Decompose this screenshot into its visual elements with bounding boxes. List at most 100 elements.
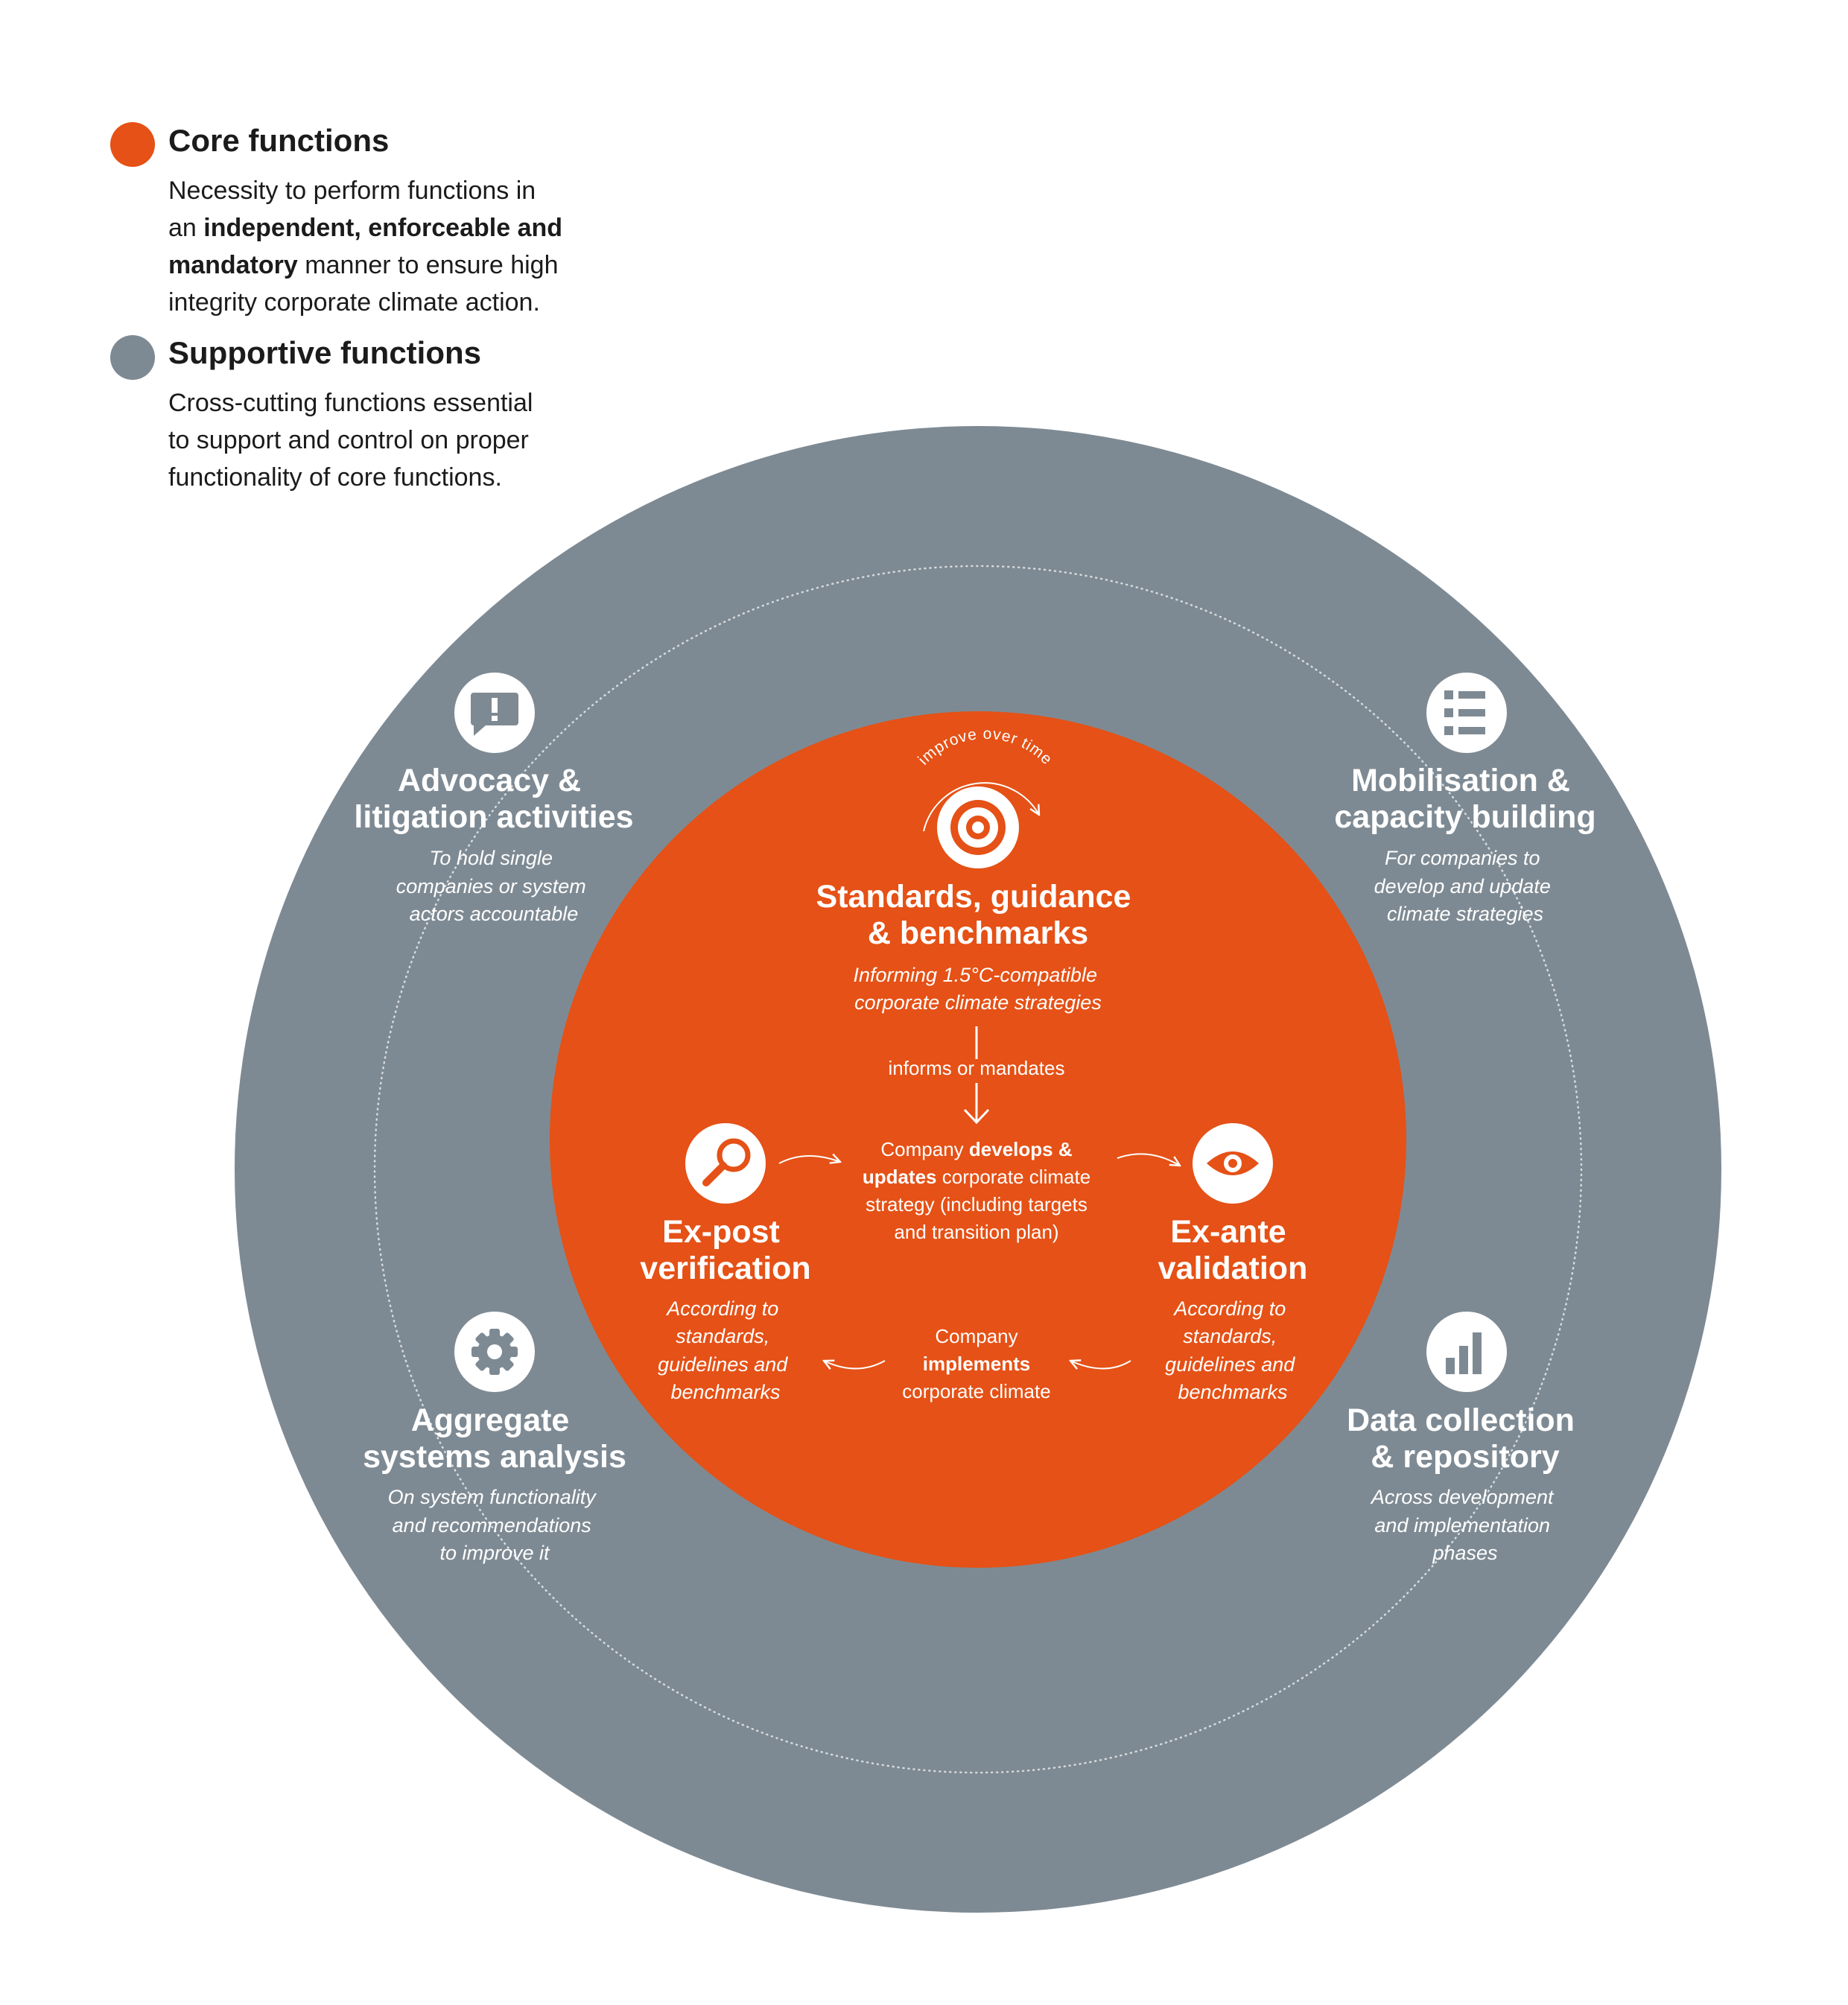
supportive-legend-title: Supportive functions (168, 335, 481, 370)
advocacy-desc-line: companies or system (396, 875, 586, 897)
text-run: functionality of core functions. (168, 463, 502, 492)
ex-post-description: According to standards, guidelines and b… (658, 1297, 793, 1403)
data-collection-title-line: & repository (1371, 1439, 1559, 1475)
bold-text-run: develops & (969, 1138, 1073, 1160)
advocacy-title-line: Advocacy & (398, 763, 581, 798)
core-legend-title: Core functions (168, 123, 390, 158)
ex-ante-title-line: validation (1158, 1251, 1308, 1286)
text-run: Company (880, 1138, 969, 1160)
bold-text-run: updates (863, 1166, 937, 1188)
mobilisation-title-line: Mobilisation & (1351, 763, 1570, 798)
description-line: Necessity to perform functions in (168, 172, 630, 209)
informs-flow: informs or mandates (889, 1026, 1065, 1125)
ex-ante-title-line: Ex-ante (1170, 1214, 1286, 1250)
standards-title-line: & benchmarks (868, 915, 1088, 951)
gear-icon (454, 1312, 535, 1392)
advocacy-desc-line: To hold single (429, 847, 553, 869)
bold-text-run: implements (923, 1353, 1031, 1375)
aggregate-title: Aggregate systems analysis (363, 1402, 626, 1475)
list-icon (1426, 673, 1507, 753)
text-run: an (168, 214, 204, 242)
advocacy-title-line: litigation activities (354, 799, 633, 835)
ex-post-desc-line: benchmarks (670, 1381, 780, 1403)
description-line: to support and control on proper (168, 422, 630, 459)
data-collection-title: Data collection & repository (1347, 1402, 1584, 1475)
ex-post-desc-line: According to (665, 1297, 778, 1320)
text-run: and transition plan) (894, 1221, 1058, 1243)
magnifier-icon (685, 1123, 766, 1204)
implements-to-ex-post-arrow (824, 1361, 886, 1369)
supportive-legend-description: Cross-cutting functions essential to supp… (168, 384, 630, 496)
text-run: corporate climate (902, 1380, 1050, 1402)
description-line: functionality of core functions. (168, 459, 630, 496)
text-run: corporate climate (937, 1166, 1091, 1188)
data-collection-description: Across development and implementation ph… (1370, 1486, 1559, 1564)
text-run: manner to ensure high (297, 251, 559, 279)
description-line: mandatory manner to ensure high (168, 247, 630, 284)
text-run: Cross-cutting functions essential (168, 389, 533, 417)
data-collection-node: Data collection & repository Across deve… (1347, 1312, 1584, 1564)
aggregate-desc-line: On system functionality (388, 1486, 597, 1508)
ex-ante-title: Ex-ante validation (1158, 1214, 1308, 1286)
ex-ante-desc-line: standards, (1183, 1325, 1277, 1347)
aggregate-description: On system functionality and recommendati… (388, 1486, 602, 1564)
ex-ante-description: According to standards, guidelines and b… (1165, 1297, 1301, 1403)
eye-icon (1193, 1123, 1273, 1204)
ex-post-to-develops-arrow (778, 1156, 840, 1164)
ex-ante-desc-line: benchmarks (1178, 1381, 1287, 1403)
aggregate-title-line: systems analysis (363, 1439, 626, 1475)
supportive-dotted-ring (373, 565, 1583, 1774)
informs-label: informs or mandates (889, 1057, 1065, 1079)
ex-post-title-line: verification (640, 1251, 810, 1286)
core-inner-circle (550, 711, 1406, 1568)
aggregate-title-line: Aggregate (411, 1402, 570, 1438)
data-collection-desc-line: Across development (1370, 1486, 1555, 1508)
data-collection-title-line: Data collection (1347, 1402, 1575, 1438)
standards-desc-line: Informing 1.5°C-compatible (854, 964, 1097, 986)
develops-to-ex-ante-arrow (1117, 1153, 1180, 1166)
aggregate-desc-line: to improve it (439, 1542, 550, 1564)
company-develops-text: Company develops & updates corporate clim… (863, 1138, 1090, 1243)
text-run: strategy (including targets (866, 1193, 1087, 1216)
ex-post-title-line: Ex-post (662, 1214, 780, 1250)
supportive-legend-dot (110, 335, 155, 380)
ex-post-desc-line: guidelines and (658, 1353, 788, 1376)
advocacy-description: To hold single companies or system actor… (396, 847, 592, 925)
description-line: Cross-cutting functions essential (168, 384, 630, 422)
standards-title: Standards, guidance & benchmarks (816, 879, 1140, 951)
ex-ante-desc-line: guidelines and (1165, 1353, 1295, 1376)
text-run: Necessity to perform functions in (168, 177, 536, 205)
text-run: to support and control on proper (168, 426, 529, 454)
description-line: an independent, enforceable and (168, 209, 630, 247)
bold-text-run: independent, enforceable and (203, 214, 563, 242)
description-line: integrity corporate climate action. (168, 284, 630, 321)
standards-desc-line: corporate climate strategies (854, 991, 1102, 1014)
aggregate-desc-line: and recommendations (393, 1514, 591, 1537)
mobilisation-node: Mobilisation & capacity building For com… (1334, 673, 1596, 925)
informs-arrow-head (963, 1108, 990, 1125)
data-collection-desc-line: phases (1432, 1542, 1497, 1564)
ex-post-node: Ex-post verification According to standa… (640, 1123, 811, 1403)
standards-title-line: Standards, guidance (816, 879, 1131, 915)
mobilisation-desc-line: For companies to (1385, 847, 1540, 869)
exclamation-speech-bubble-icon (454, 673, 535, 753)
ex-post-title: Ex-post verification (640, 1214, 810, 1286)
ex-ante-desc-line: According to (1172, 1297, 1286, 1320)
bar-chart-icon (1426, 1312, 1507, 1392)
mobilisation-description: For companies to develop and update clim… (1374, 847, 1557, 925)
mobilisation-title-line: capacity building (1334, 799, 1595, 835)
mobilisation-desc-line: develop and update (1374, 875, 1551, 897)
target-icon (937, 787, 1019, 868)
ex-post-desc-line: standards, (676, 1325, 769, 1347)
data-collection-desc-line: and implementation (1374, 1514, 1550, 1537)
aggregate-node: Aggregate systems analysis On system fun… (363, 1312, 626, 1564)
mobilisation-desc-line: climate strategies (1387, 903, 1543, 925)
bold-text-run: mandatory (168, 251, 298, 279)
advocacy-desc-line: actors accountable (410, 903, 579, 925)
text-run: integrity corporate climate action. (168, 288, 540, 317)
ex-ante-to-implements-arrow (1070, 1361, 1131, 1369)
advocacy-node: Advocacy & litigation activities To hold… (354, 673, 634, 925)
standards-description: Informing 1.5°C-compatible corporate cli… (854, 964, 1103, 1014)
